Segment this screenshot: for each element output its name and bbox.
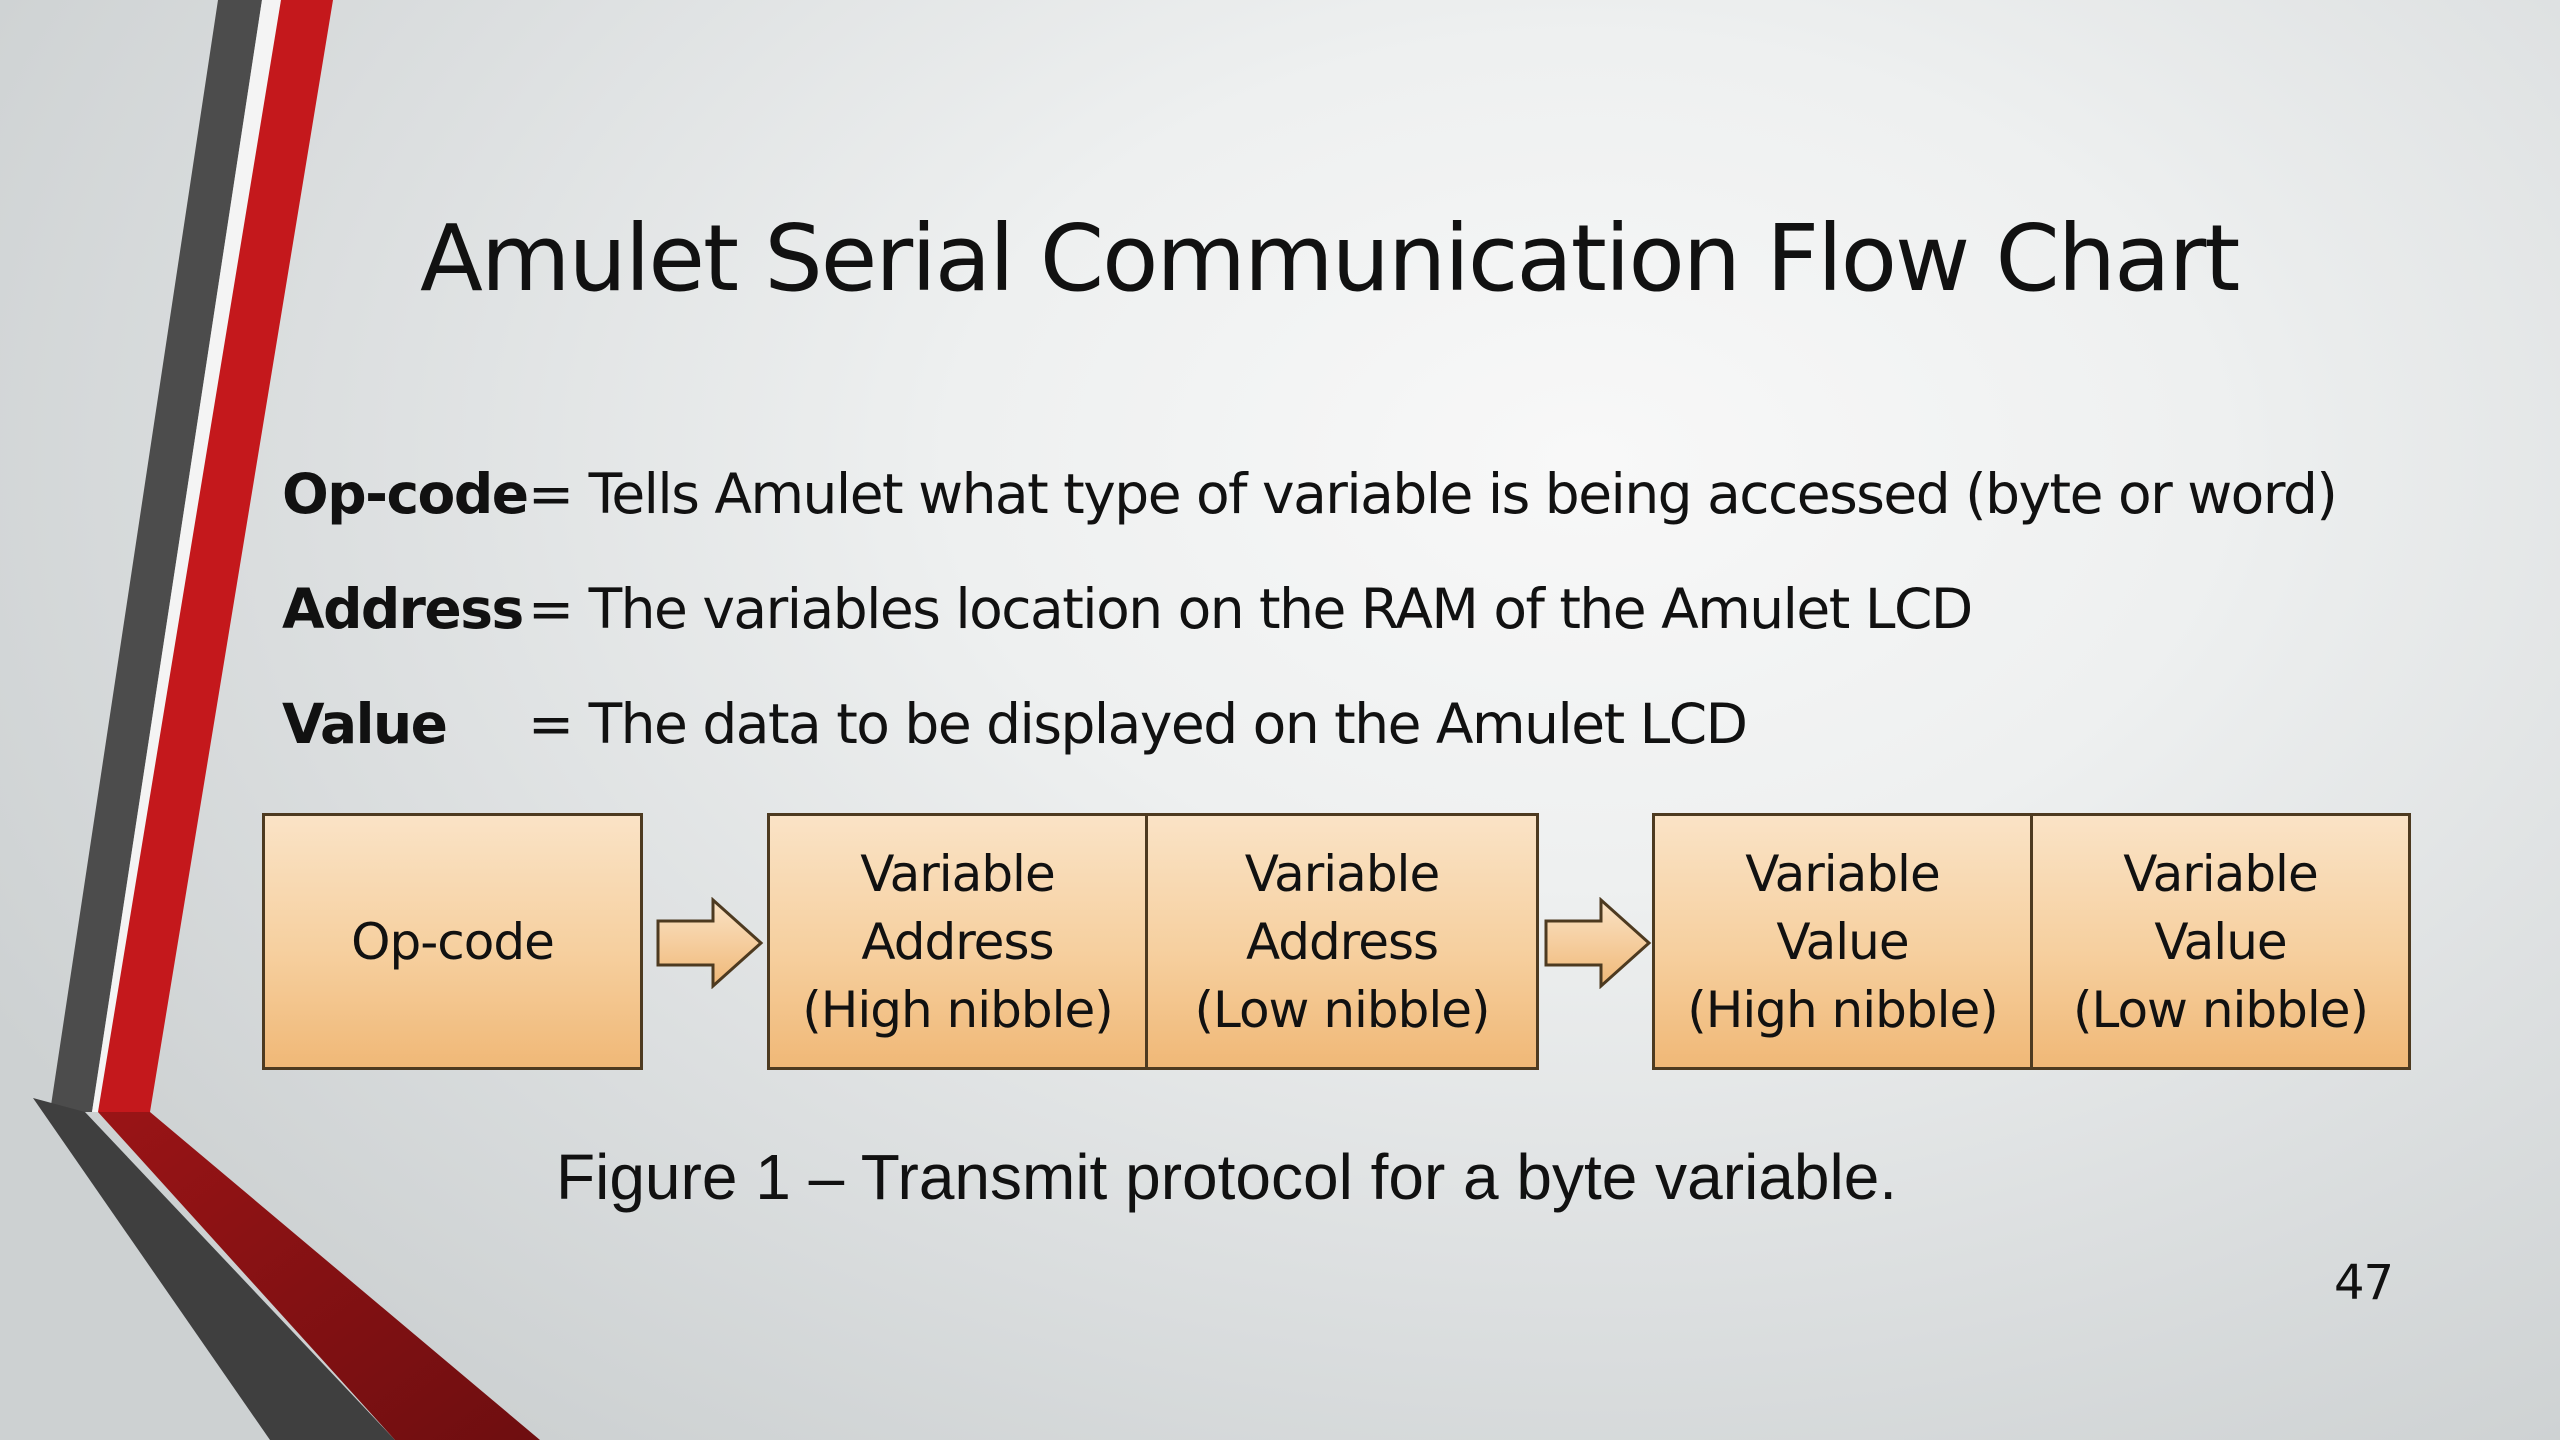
lower-gray-stripe xyxy=(33,1098,395,1440)
right-arrow-icon xyxy=(1544,897,1652,989)
definition-text: = The variables location on the RAM of t… xyxy=(528,577,1973,641)
right-arrow-icon xyxy=(656,897,764,989)
flow-box-label: Variable Value (Low nibble) xyxy=(2072,844,2369,1039)
definition-term: Op-code xyxy=(282,462,529,526)
flow-box-value-low: Variable Value (Low nibble) xyxy=(2030,813,2411,1070)
figure-caption: Figure 1 – Transmit protocol for a byte … xyxy=(556,1141,1898,1213)
flow-box-label: Variable Address (Low nibble) xyxy=(1194,844,1490,1039)
lower-red-stripe xyxy=(98,1112,540,1440)
definition-text: = Tells Amulet what type of variable is … xyxy=(528,462,2338,526)
flow-box-address-low: Variable Address (Low nibble) xyxy=(1145,813,1539,1070)
flow-box-address-high: Variable Address (High nibble) xyxy=(767,813,1148,1070)
slide-number: 47 xyxy=(2334,1255,2394,1311)
flow-box-value-high: Variable Value (High nibble) xyxy=(1652,813,2033,1070)
definition-text: = The data to be displayed on the Amulet… xyxy=(528,692,1748,756)
gray-stripe xyxy=(50,0,262,1112)
slide-title: Amulet Serial Communication Flow Chart xyxy=(420,205,2240,312)
white-gap-stripe xyxy=(92,0,281,1112)
definition-term: Value xyxy=(282,692,448,756)
flow-box-label: Variable Address (High nibble) xyxy=(802,844,1114,1039)
definition-term: Address xyxy=(282,577,524,641)
flow-box-opcode: Op-code xyxy=(262,813,643,1070)
flow-box-label: Variable Value (High nibble) xyxy=(1687,844,1999,1039)
flow-box-label: Op-code xyxy=(351,912,555,971)
